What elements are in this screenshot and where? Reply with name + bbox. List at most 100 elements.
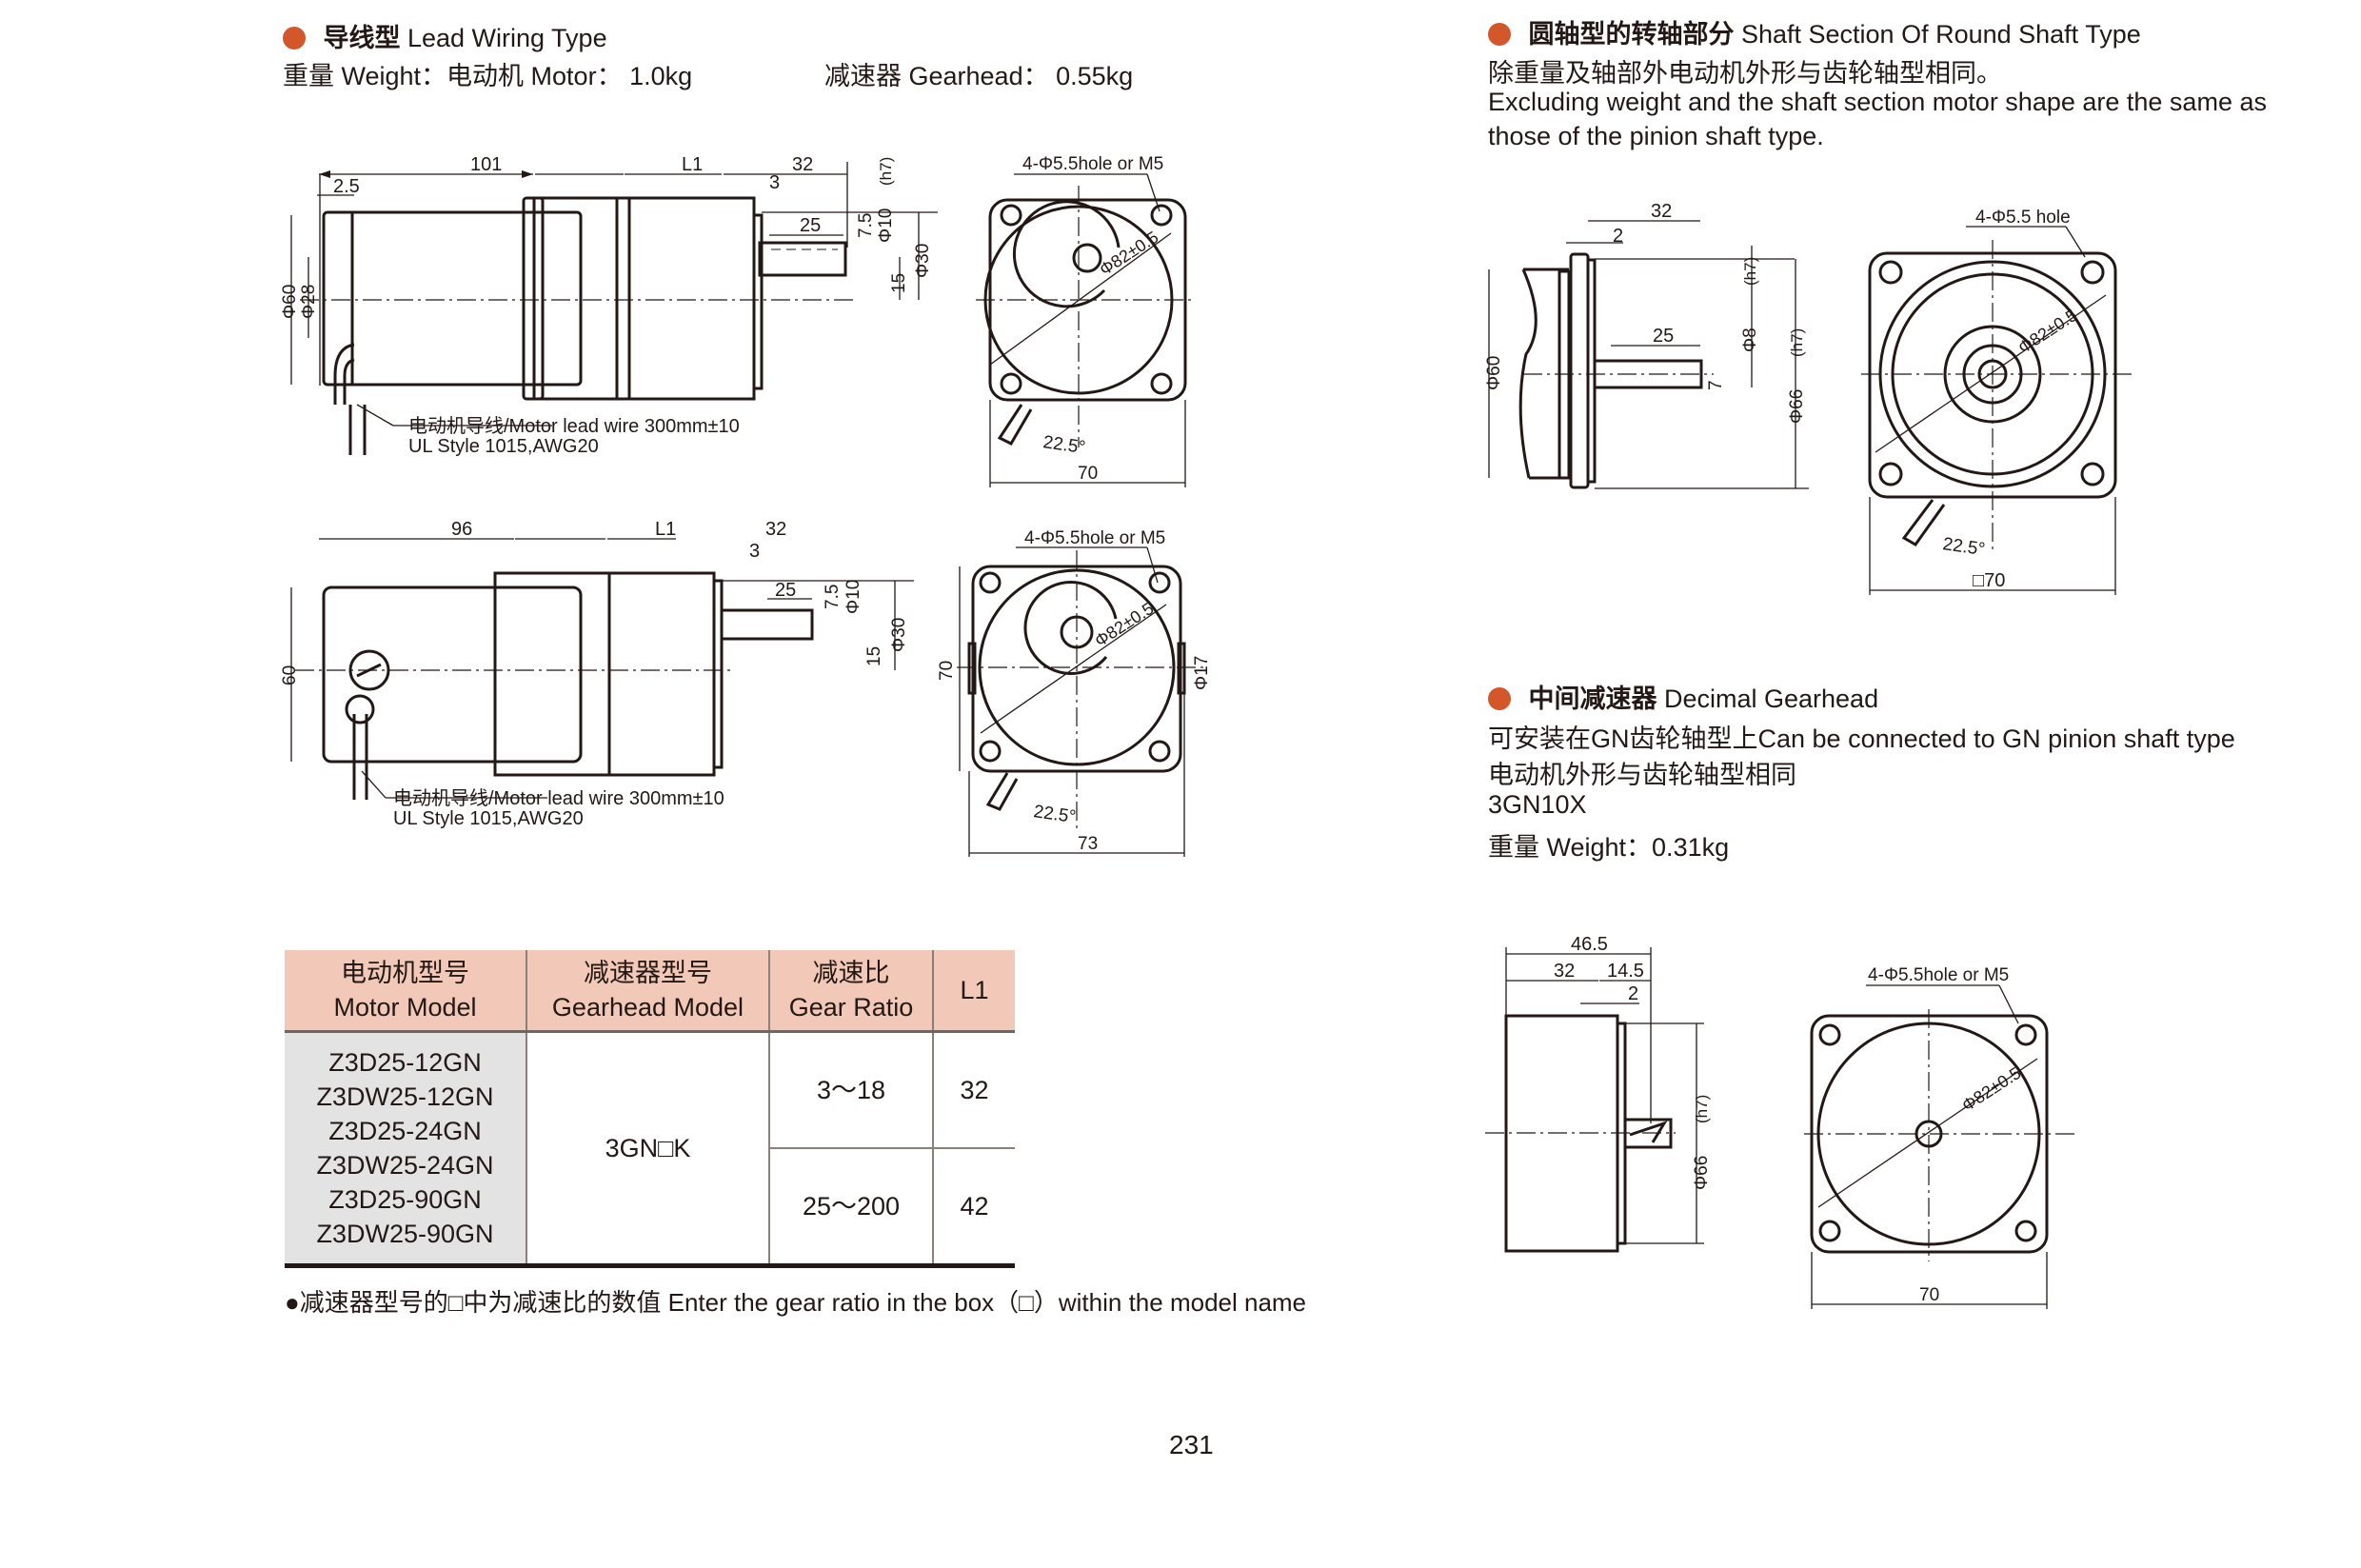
l1-cell: 32 (933, 1031, 1015, 1149)
phi17-label: Φ17 (1192, 656, 1212, 690)
holes-label: 4-Φ5.5hole or M5 (1868, 965, 2009, 985)
dim-h7: (h7) (877, 157, 895, 186)
pcd-label: Φ82±0.5 (2014, 306, 2080, 358)
dim-3-2: 3 (749, 541, 760, 562)
motor-weight: 重量 Weight：电动机 Motor： 1.0kg (283, 62, 693, 90)
decimal-line-1: 可安装在GN齿轮轴型上Can be connected to GN pinion… (1488, 724, 2235, 753)
dim-32: 32 (1651, 201, 1672, 222)
dim-101: 101 (470, 154, 502, 175)
lead-wiring-side-drawing: 101 L1 32 2.5 3 25 7.5 Φ10 (h7) 15 Φ30 Φ… (280, 154, 938, 455)
dim-60: 60 (280, 665, 300, 685)
pcd-label-2: Φ82±0.5 (1091, 599, 1157, 651)
dim-phi28: Φ28 (299, 285, 319, 319)
section-lead-wiring-title: 导线型 Lead Wiring Type (283, 17, 607, 54)
dim-25-2: 25 (775, 580, 796, 601)
gearhead-weight: 减速器 Gearhead： 0.55kg (824, 62, 1134, 90)
holes-label-2: 4-Φ5.5hole or M5 (1024, 528, 1165, 548)
width-label: 70 (1919, 1285, 1939, 1305)
header-l1: L1 (933, 950, 1015, 1032)
holes-label: 4-Φ5.5 hole (1975, 208, 2071, 228)
dim-phi8: Φ8 (1740, 327, 1760, 352)
height-label: 70 (937, 661, 957, 681)
dim-32: 32 (792, 154, 813, 175)
dim-32-2: 32 (765, 519, 786, 540)
dim-h7-66: (h7) (1788, 328, 1806, 357)
dim-phi10-2: Φ10 (843, 580, 863, 614)
gearhead-model-cell: 3GN□K (526, 1031, 770, 1266)
holes-label: 4-Φ5.5hole or M5 (1022, 154, 1163, 174)
dim-h7: (h7) (1693, 1095, 1711, 1123)
section-decimal-gearhead-title: 中间减速器 Decimal Gearhead (1488, 678, 1878, 715)
decimal-line-2: 电动机外形与齿轮轴型相同 (1488, 761, 1796, 789)
motor-model: Z3DW25-12GN (316, 1082, 494, 1111)
dim-32: 32 (1554, 961, 1575, 982)
gear-ratio-cell: 3～18 (769, 1031, 934, 1149)
dim-l1: L1 (682, 154, 703, 175)
round-shaft-desc-zh: 除重量及轴部外电动机外形与齿轮轴型相同。 (1488, 59, 2002, 88)
angle-label-2: 22.5° (1032, 802, 1077, 827)
dim-2: 2 (1628, 983, 1638, 1004)
decimal-side-drawing: 46.5 32 14.5 2 Φ66 (h7) (1485, 934, 1712, 1253)
lead-wire-note-2: 电动机导线/Motor lead wire 300mm±10 (393, 788, 724, 809)
dim-phi66: Φ66 (1692, 1156, 1712, 1190)
motor-model: Z3D25-12GN (328, 1048, 482, 1077)
pcd-label: Φ82±0.5 (1096, 228, 1161, 280)
dim-phi30: Φ30 (913, 244, 933, 278)
title-en: Decimal Gearhead (1663, 685, 1879, 713)
motor-model: Z3DW25-90GN (316, 1220, 494, 1248)
width-label: 70 (1078, 464, 1098, 484)
motor-model: Z3D25-24GN (328, 1117, 482, 1145)
title-zh: 导线型 (323, 24, 401, 53)
round-shaft-side-drawing: 32 2 25 7 Φ8 (h7) Φ66 (h7) Φ60 (1484, 201, 1809, 489)
dim-phi60: Φ60 (1484, 356, 1504, 390)
lead-wiring-side-drawing-2: 96 L1 32 3 25 7.5 Φ10 15 Φ30 60 (280, 519, 914, 800)
angle-label: 22.5° (1941, 534, 1986, 560)
title-en: Shaft Section Of Round Shaft Type (1740, 20, 2141, 49)
title-zh: 圆轴型的转轴部分 (1528, 20, 1735, 50)
dim-2: 2 (1613, 226, 1623, 247)
ul-style-note-2: UL Style 1015,AWG20 (393, 808, 584, 829)
l1-cell: 42 (960, 1192, 989, 1221)
dim-phi30-2: Φ30 (889, 618, 909, 652)
page-number: 231 (1169, 1430, 1214, 1459)
motor-model: Z3DW25-24GN (316, 1151, 494, 1180)
gear-ratio-cell: 25～200 (769, 1148, 934, 1266)
pcd-label: Φ82±0.5 (1958, 1063, 2024, 1116)
dim-phi10: Φ10 (876, 208, 896, 243)
dim-phi66: Φ66 (1787, 389, 1807, 424)
table-row: 25～200 42 (285, 1148, 1015, 1266)
decimal-weight: 重量 Weight：0.31kg (1488, 833, 1730, 862)
table-row: Z3D25-12GN Z3DW25-12GN Z3D25-24GN Z3DW25… (285, 1031, 1015, 1266)
lead-wire-note-1: 电动机导线/Motor lead wire 300mm±10 (408, 416, 740, 437)
width-label-2: 73 (1078, 834, 1098, 854)
section-round-shaft-title: 圆轴型的转轴部分 Shaft Section Of Round Shaft Ty… (1488, 13, 2141, 50)
round-shaft-desc-en-1: Excluding weight and the shaft section m… (1488, 88, 2267, 116)
decimal-front-drawing: 4-Φ5.5hole or M5 Φ82±0.5 70 (1804, 965, 2075, 1309)
dim-46-5: 46.5 (1571, 934, 1608, 955)
motor-models-cell: Z3D25-12GN Z3DW25-12GN Z3D25-24GN Z3DW25… (285, 1031, 527, 1266)
table-note: ●减速器型号的□中为减速比的数值 Enter the gear ratio in… (285, 1288, 1307, 1317)
title-zh: 中间减速器 (1528, 685, 1657, 714)
dim-7-5-2: 7.5 (823, 585, 843, 609)
round-shaft-desc-en-2: those of the pinion shaft type. (1488, 122, 1824, 150)
motor-model: Z3D25-90GN (328, 1185, 482, 1214)
dim-25: 25 (1653, 326, 1674, 347)
dim-7: 7 (1706, 380, 1726, 390)
title-en: Lead Wiring Type (407, 24, 607, 52)
dim-7-5: 7.5 (856, 213, 876, 238)
dim-14-5: 14.5 (1607, 961, 1644, 982)
dim-25: 25 (800, 215, 821, 236)
angle-label: 22.5° (1042, 432, 1086, 458)
dim-15-2: 15 (864, 646, 884, 666)
dim-l1-2: L1 (655, 519, 676, 540)
section-bullet-icon (283, 27, 306, 50)
section-bullet-icon (1488, 687, 1511, 710)
dim-phi60: Φ60 (280, 285, 300, 319)
section-bullet-icon (1488, 23, 1511, 46)
ul-style-note-1: UL Style 1015,AWG20 (408, 436, 599, 457)
